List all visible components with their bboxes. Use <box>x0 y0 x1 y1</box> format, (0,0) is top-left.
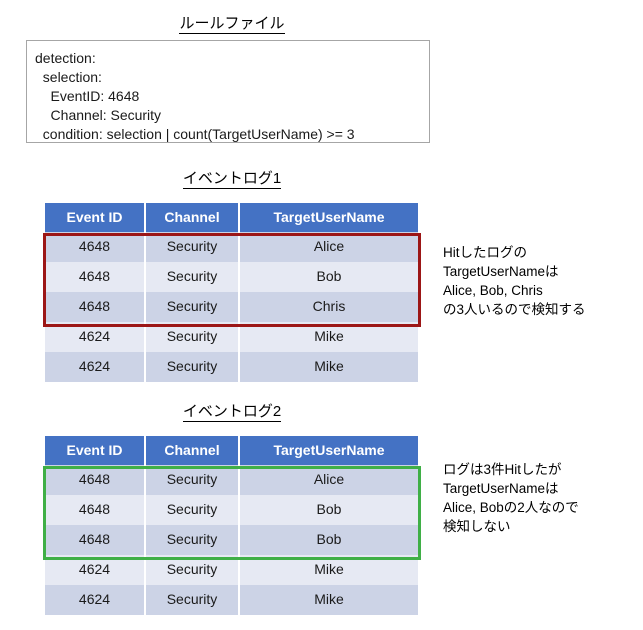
event-log-2-title-text: イベントログ2 <box>182 403 282 422</box>
table-row: 4648 Security Bob <box>45 495 418 525</box>
cell-target-user-name: Alice <box>239 465 418 495</box>
table-row: 4648 Security Bob <box>45 525 418 555</box>
event-log-1-table: Event ID Channel TargetUserName 4648 Sec… <box>45 203 418 382</box>
cell-event-id: 4624 <box>45 352 146 382</box>
cell-channel: Security <box>145 262 240 292</box>
annotation-log2: ログは3件Hitしたが TargetUserNameは Alice, Bobの2… <box>443 462 579 534</box>
cell-channel: Security <box>145 322 240 352</box>
table-row: 4624 Security Mike <box>45 352 418 382</box>
annotation-log1: Hitしたログの TargetUserNameは Alice, Bob, Chr… <box>443 245 586 317</box>
column-header-channel: Channel <box>145 436 240 465</box>
table-header-row: Event ID Channel TargetUserName <box>45 203 418 232</box>
table-row: 4648 Security Bob <box>45 262 418 292</box>
cell-event-id: 4648 <box>45 465 146 495</box>
table-row: 4648 Security Alice <box>45 232 418 262</box>
cell-channel: Security <box>145 525 240 555</box>
table-row: 4648 Security Alice <box>45 465 418 495</box>
cell-channel: Security <box>145 585 240 615</box>
cell-channel: Security <box>145 352 240 382</box>
table-row: 4624 Security Mike <box>45 585 418 615</box>
cell-event-id: 4648 <box>45 232 146 262</box>
column-header-target-user-name: TargetUserName <box>239 436 418 465</box>
column-header-target-user-name: TargetUserName <box>239 203 418 232</box>
rule-file-box: detection: selection: EventID: 4648 Chan… <box>26 40 430 143</box>
cell-event-id: 4648 <box>45 262 146 292</box>
cell-target-user-name: Alice <box>239 232 418 262</box>
rule-file-content: detection: selection: EventID: 4648 Chan… <box>35 50 355 142</box>
cell-target-user-name: Bob <box>239 525 418 555</box>
rule-file-title-text: ルールファイル <box>179 15 285 34</box>
cell-event-id: 4624 <box>45 585 146 615</box>
cell-event-id: 4624 <box>45 555 146 585</box>
table-row: 4624 Security Mike <box>45 322 418 352</box>
cell-target-user-name: Mike <box>239 322 418 352</box>
cell-channel: Security <box>145 555 240 585</box>
event-log-2-table: Event ID Channel TargetUserName 4648 Sec… <box>45 436 418 615</box>
cell-event-id: 4648 <box>45 495 146 525</box>
cell-target-user-name: Chris <box>239 292 418 322</box>
cell-target-user-name: Bob <box>239 495 418 525</box>
cell-target-user-name: Mike <box>239 585 418 615</box>
cell-event-id: 4648 <box>45 292 146 322</box>
cell-event-id: 4624 <box>45 322 146 352</box>
table-row: 4648 Security Chris <box>45 292 418 322</box>
table-header-row: Event ID Channel TargetUserName <box>45 436 418 465</box>
cell-target-user-name: Mike <box>239 555 418 585</box>
column-header-event-id: Event ID <box>45 436 146 465</box>
column-header-event-id: Event ID <box>45 203 146 232</box>
rule-file-title: ルールファイル <box>0 14 464 34</box>
event-log-1-title: イベントログ1 <box>0 169 464 189</box>
event-log-1-title-text: イベントログ1 <box>182 170 282 189</box>
column-header-channel: Channel <box>145 203 240 232</box>
cell-channel: Security <box>145 232 240 262</box>
cell-event-id: 4648 <box>45 525 146 555</box>
table-row: 4624 Security Mike <box>45 555 418 585</box>
cell-channel: Security <box>145 465 240 495</box>
cell-channel: Security <box>145 495 240 525</box>
event-log-2-title: イベントログ2 <box>0 402 464 422</box>
cell-channel: Security <box>145 292 240 322</box>
cell-target-user-name: Mike <box>239 352 418 382</box>
cell-target-user-name: Bob <box>239 262 418 292</box>
